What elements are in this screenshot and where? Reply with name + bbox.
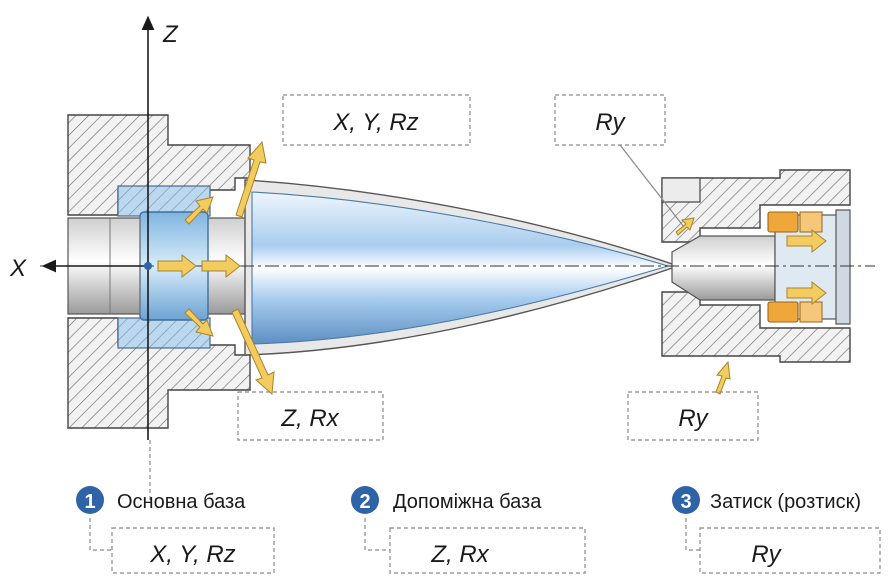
callout-bottom-right-text: Ry — [678, 405, 709, 432]
arrow-out-down — [231, 308, 275, 396]
callout-top-left: X, Y, Rz — [282, 94, 471, 146]
right-body-lower — [661, 291, 851, 363]
legend-badge-1 — [76, 486, 104, 514]
callout-top-right: Ry — [554, 94, 685, 228]
arrow-out-up — [235, 140, 267, 218]
right-fixture — [661, 169, 851, 363]
legend-title-1: Основна база — [117, 491, 246, 513]
legend-badge-2 — [351, 486, 379, 514]
arrow-up-bottom-right — [715, 360, 731, 395]
legend-number-3: 3 — [680, 491, 691, 513]
right-body-upper — [661, 169, 851, 243]
clamp-jaw-upper — [767, 211, 799, 233]
callout-bottom-right: Ry — [627, 391, 759, 441]
arrow-right-upper — [786, 228, 827, 254]
legend-number-1: 1 — [84, 491, 95, 513]
arrow-down-left — [184, 308, 214, 337]
callout-top-right-text: Ry — [595, 109, 626, 136]
legend-value-1: X, Y, Rz — [149, 541, 235, 568]
legend-title-3: Затиск (розтиск) — [710, 491, 861, 513]
legend-number-2: 2 — [359, 491, 370, 513]
legend-item-2: 2 Допоміжна база Z, Rx — [351, 486, 586, 574]
callout-bottom-left: Z, Rx — [237, 391, 384, 441]
arrow-mid-1 — [157, 253, 197, 279]
force-arrows — [157, 140, 827, 396]
legend-item-3: 3 Затиск (розтиск) Ry — [672, 486, 881, 574]
z-axis-label: Z — [162, 21, 179, 48]
legend-badge-3 — [672, 486, 700, 514]
legend-item-1: 1 Основна база X, Y, Rz — [76, 486, 275, 574]
right-center — [671, 235, 776, 301]
legend-value-3: Ry — [751, 541, 782, 568]
clamp-jaw-lower — [767, 301, 799, 323]
callout-top-left-text: X, Y, Rz — [332, 109, 418, 136]
callout-bottom-left-text: Z, Rx — [280, 405, 339, 432]
arrow-up-left — [184, 196, 214, 225]
arrow-right-lower — [786, 280, 827, 306]
legend-title-2: Допоміжна база — [393, 491, 542, 513]
legend-value-2: Z, Rx — [430, 541, 489, 568]
arrow-to-tip — [675, 217, 695, 236]
origin-point — [144, 262, 152, 270]
arrow-mid-2 — [201, 253, 241, 279]
x-axis-label: X — [9, 255, 27, 282]
cone-workpiece — [244, 179, 681, 356]
